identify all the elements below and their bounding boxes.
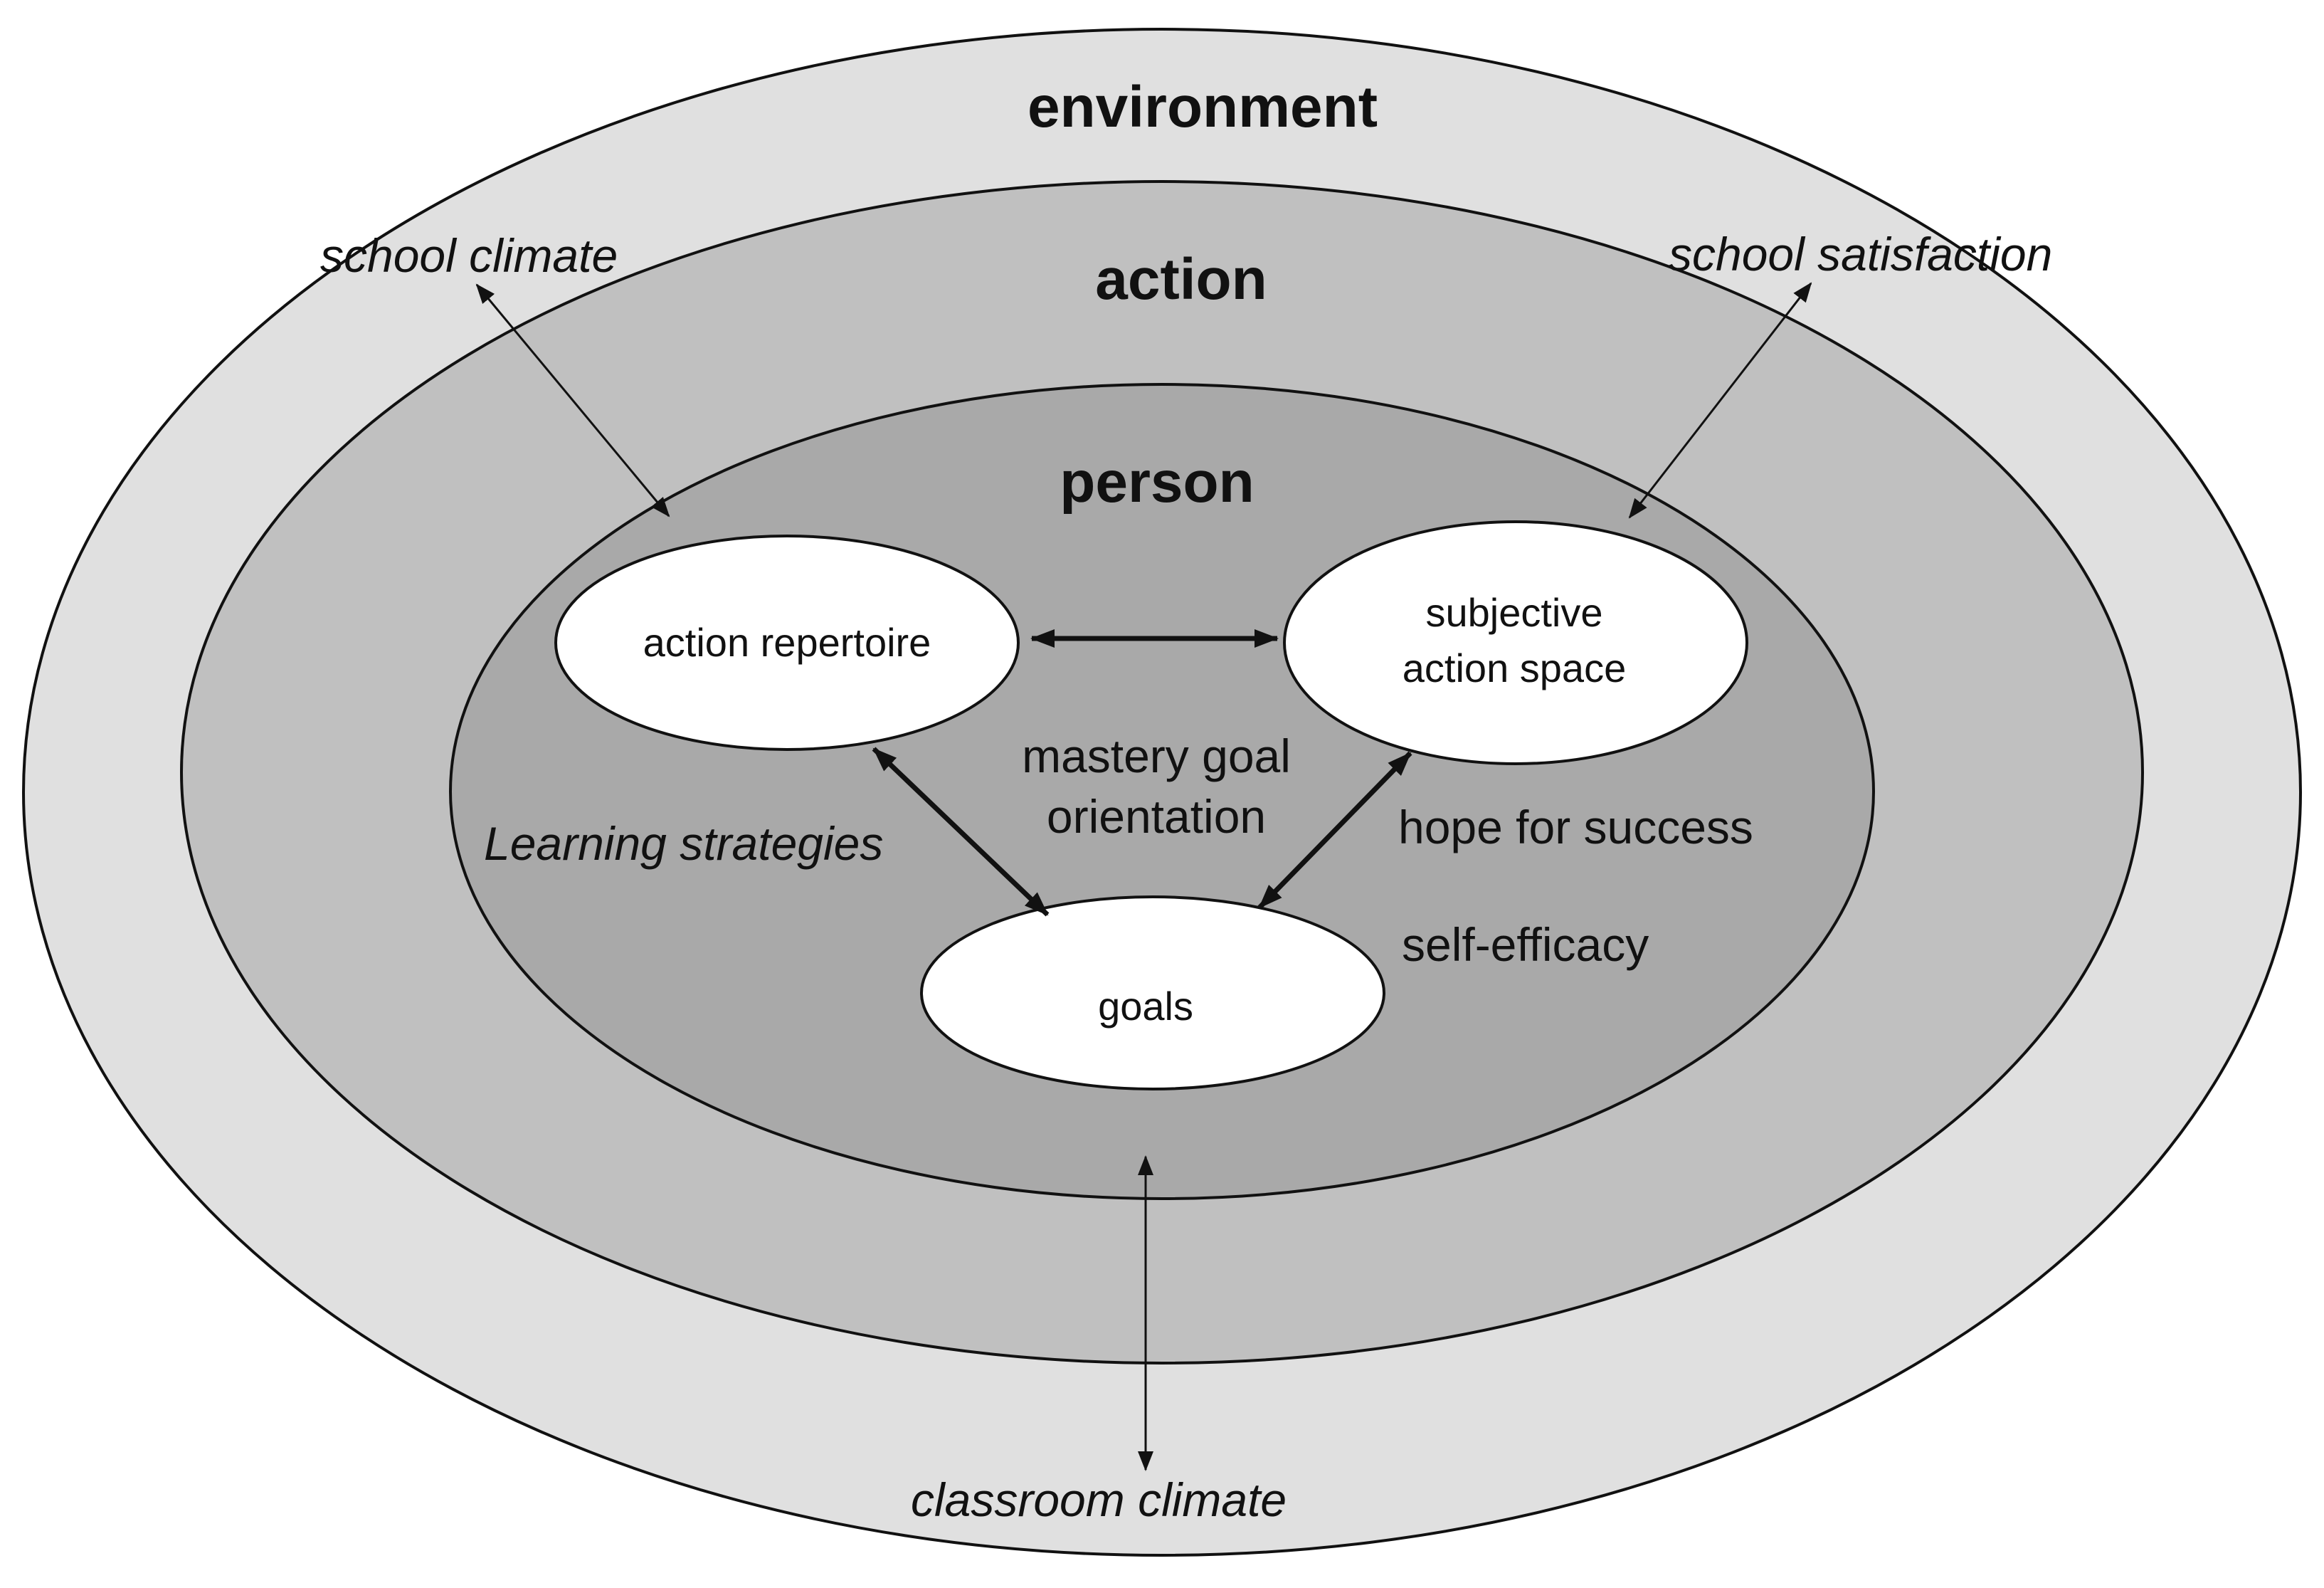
environment-label: environment	[1028, 75, 1378, 140]
school-climate-label: school climate	[320, 229, 618, 282]
school-satisfaction-label: school satisfaction	[1669, 228, 2052, 280]
subjective-label-line2: action space	[1403, 646, 1626, 690]
mastery-goal-line1: mastery goal	[1022, 730, 1291, 782]
arrow-school-satisfaction	[1628, 282, 1812, 519]
subjective-label-line1: subjective	[1425, 590, 1602, 635]
self-efficacy-label: self-efficacy	[1402, 918, 1649, 971]
person-label: person	[1060, 450, 1254, 515]
goals-label: goals	[1098, 984, 1193, 1029]
action-label: action	[1095, 247, 1267, 312]
arrow-school-climate	[475, 283, 670, 517]
classroom-climate-label: classroom climate	[911, 1473, 1287, 1526]
action-repertoire-ellipse	[554, 535, 1020, 751]
subjective-action-space-ellipse	[1283, 520, 1748, 765]
arrow-repertoire-goals	[872, 747, 1050, 917]
goals-ellipse	[920, 895, 1385, 1090]
hope-for-success-label: hope for success	[1398, 801, 1753, 853]
learning-strategies-label: Learning strategies	[484, 817, 883, 870]
mastery-goal-line2: orientation	[1047, 790, 1266, 843]
arrow-space-goals	[1257, 751, 1412, 910]
action-repertoire-label: action repertoire	[643, 620, 931, 665]
